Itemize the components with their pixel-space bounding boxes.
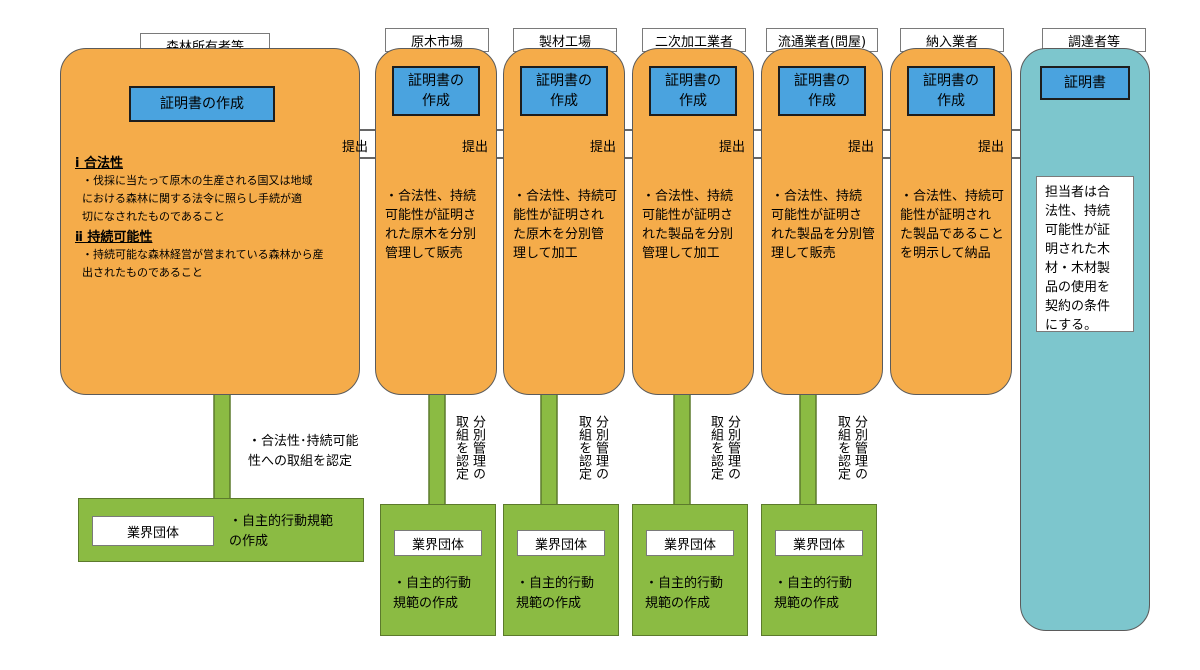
industry-text-4: ・自主的行動 規範の作成 xyxy=(774,576,853,611)
submit-label-4: 提出 xyxy=(719,140,746,155)
column-text-secondary-processor: ・合法性、持続 可能性が証明さ れた製品を分別 管理して加工 xyxy=(642,189,734,261)
industry-label-1: 業界団体 xyxy=(394,530,482,556)
separate-note-4: 分別管理の 取組を認定 xyxy=(835,415,867,480)
industry-label-forest: 業界団体 xyxy=(92,516,214,546)
procurer-box xyxy=(1020,48,1150,631)
column-cert-log-market: 証明書の 作成 xyxy=(392,66,480,116)
submit-label-2: 提出 xyxy=(462,140,489,155)
column-cert-text: 証明書の 作成 xyxy=(665,73,721,109)
column-cert-text: 証明書の 作成 xyxy=(408,73,464,109)
separate-note-2: 分別管理の 取組を認定 xyxy=(576,415,608,480)
industry-label-3: 業界団体 xyxy=(646,530,734,556)
procurer-text: 担当者は合 法性、持続 可能性が証 明された木 材・木材製 品の使用を 契約の条… xyxy=(1036,176,1134,333)
column-cert-text: 証明書の 作成 xyxy=(923,73,979,109)
industry-box-4 xyxy=(761,504,877,636)
certify-note: ・合法性･持続可能 性への取組を認定 xyxy=(248,434,359,469)
column-text-sawmill: ・合法性、持続可 能性が証明され た原木を分別管 理して加工 xyxy=(513,189,618,261)
industry-label-4: 業界団体 xyxy=(775,530,863,556)
column-cert-secondary-processor: 証明書の 作成 xyxy=(649,66,737,116)
industry-box-1 xyxy=(380,504,496,636)
legality-heading: ⅰ 合法性 xyxy=(75,156,123,171)
column-cert-sawmill: 証明書の 作成 xyxy=(520,66,608,116)
submit-label-5: 提出 xyxy=(848,140,875,155)
sustainability-text: ・持続可能な森林経営が営まれている森林から産 出されたものであること xyxy=(82,248,324,279)
separate-note-3: 分別管理の 取組を認定 xyxy=(708,415,740,480)
column-cert-distributor: 証明書の 作成 xyxy=(778,66,866,116)
submit-label-6: 提出 xyxy=(978,140,1005,155)
industry-text-forest: ・自主的行動規範 の作成 xyxy=(229,514,334,549)
industry-label-2: 業界団体 xyxy=(517,530,605,556)
column-cert-supplier: 証明書の 作成 xyxy=(907,66,995,116)
column-cert-text: 証明書の 作成 xyxy=(536,73,592,109)
column-cert-text: 証明書の 作成 xyxy=(794,73,850,109)
legality-text: ・伐採に当たって原木の生産される国又は地域 における森林に関する法令に照らし手続… xyxy=(82,174,313,223)
column-text-distributor: ・合法性、持続 可能性が証明さ れた製品を分別管 理して販売 xyxy=(771,189,876,261)
industry-text-2: ・自主的行動 規範の作成 xyxy=(516,576,595,611)
separate-note-1: 分別管理の 取組を認定 xyxy=(453,415,485,480)
sustainability-heading: ⅱ 持続可能性 xyxy=(75,230,153,245)
column-text-supplier: ・合法性、持続可 能性が証明され た製品であること を明示して納品 xyxy=(900,189,1005,261)
industry-box-2 xyxy=(503,504,619,636)
submit-label-1: 提出 xyxy=(342,140,369,155)
column-text-log-market: ・合法性、持続 可能性が証明さ れた原木を分別 管理して販売 xyxy=(385,189,477,261)
industry-text-3: ・自主的行動 規範の作成 xyxy=(645,576,724,611)
industry-box-3 xyxy=(632,504,748,636)
procurer-cert: 証明書 xyxy=(1040,66,1130,100)
submit-label-3: 提出 xyxy=(590,140,617,155)
industry-text-1: ・自主的行動 規範の作成 xyxy=(393,576,472,611)
forest-owner-cert: 証明書の作成 xyxy=(129,86,275,122)
